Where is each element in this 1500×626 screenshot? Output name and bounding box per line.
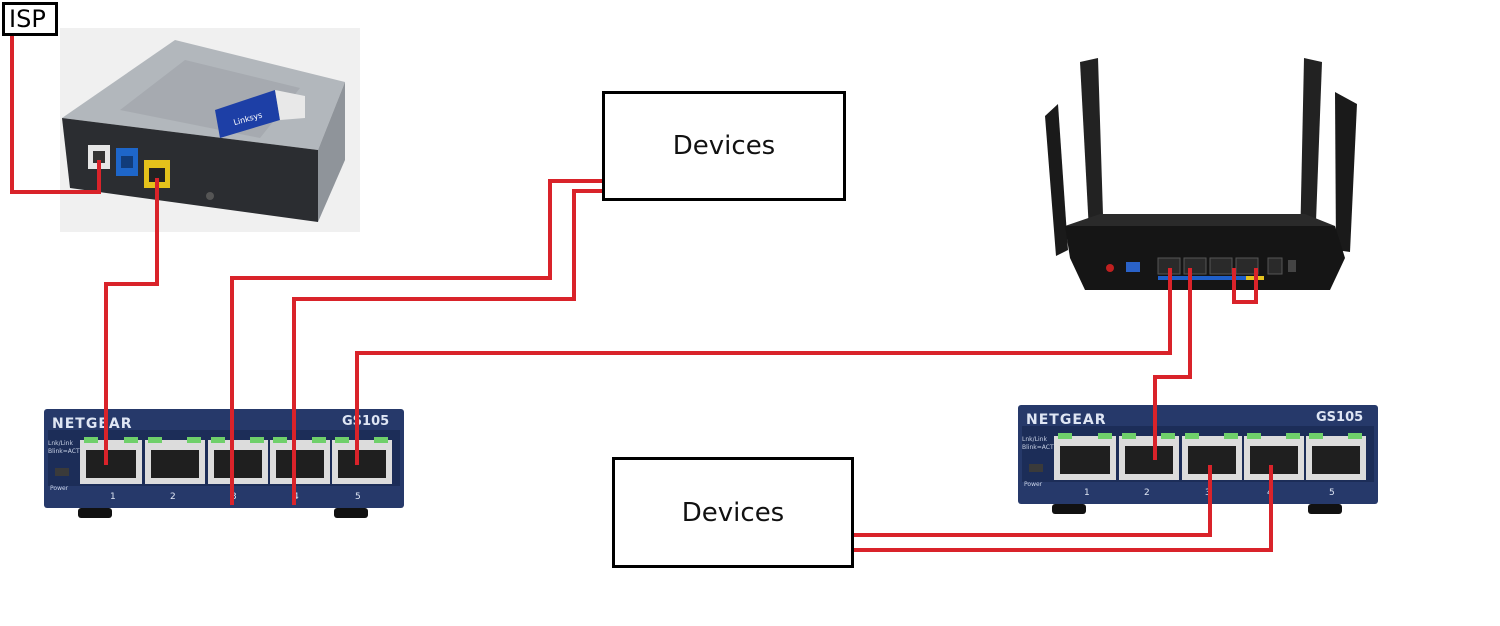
switch-left-brand: NETGEAR (52, 416, 133, 432)
isp-label-box: ISP (2, 2, 58, 36)
router-lan-4 (1235, 257, 1259, 275)
switch-left-status-1: Lnk/Link (48, 440, 73, 447)
cable-wires (10, 36, 1273, 552)
switch-right-power-led (1029, 464, 1043, 472)
wire-isp-to-modem (10, 36, 101, 194)
switch-left-port-label-1: 1 (110, 492, 116, 502)
switch-right-power-label: Power (1024, 481, 1043, 488)
wire-switch-right-port3-to-devices (854, 465, 1212, 537)
switch-left-model: GS105 (342, 414, 389, 429)
switch-left-power-label: Power (50, 485, 69, 492)
switch-right-port-label-3: 3 (1205, 488, 1211, 498)
wire-router-to-switch-right-port2 (1153, 268, 1192, 460)
router-device (1045, 58, 1357, 290)
modem-power-jack (206, 192, 214, 200)
devices-box-top: Devices (602, 91, 846, 201)
wire-switch-right-port4-to-devices (854, 465, 1273, 552)
switch-left-ports (80, 437, 392, 484)
modem-brand-badge: Linksys (215, 90, 305, 138)
switch-right: NETGEAR GS105 Lnk/Link Blink=ACT Power 1… (1018, 405, 1378, 514)
switch-left-status-2: Blink=ACT (48, 448, 80, 455)
devices-label-bottom: Devices (681, 497, 785, 528)
isp-label: ISP (9, 5, 46, 33)
modem-device: Linksys (60, 28, 360, 232)
switch-left-power-led (55, 468, 69, 476)
wire-switch-left-port5-to-router (355, 268, 1172, 465)
wire-switch-left-port3-to-devices (230, 179, 604, 505)
switch-right-model: GS105 (1316, 410, 1363, 425)
router-lan-3 (1209, 257, 1233, 275)
switch-right-port-label-1: 1 (1084, 488, 1090, 498)
antenna-right-inner (1300, 58, 1322, 248)
switch-right-status-2: Blink=ACT (1022, 444, 1054, 451)
antenna-right-outer (1335, 92, 1357, 252)
router-lan-2 (1183, 257, 1207, 275)
wire-modem-to-switch-left-port1 (104, 178, 159, 465)
router-power-jack (1267, 257, 1283, 275)
switch-right-port-label-5: 5 (1329, 488, 1335, 498)
switch-right-brand: NETGEAR (1026, 412, 1107, 428)
switch-right-port-label-2: 2 (1144, 488, 1150, 498)
devices-box-bottom: Devices (612, 457, 854, 568)
router-reset (1106, 264, 1114, 272)
wire-switch-left-port4-to-devices (292, 189, 604, 505)
switch-right-status-1: Lnk/Link (1022, 436, 1047, 443)
switch-left: NETGEAR GS105 Lnk/Link Blink=ACT Power 1… (44, 409, 404, 518)
switch-left-port-label-2: 2 (170, 492, 176, 502)
router-power-switch (1288, 260, 1296, 272)
devices-label-top: Devices (672, 131, 776, 161)
wire-router-loop (1232, 268, 1258, 304)
switch-left-port-label-5: 5 (355, 492, 361, 502)
router-usb (1126, 262, 1140, 272)
antenna-left-inner (1080, 58, 1104, 250)
antenna-left-outer (1045, 104, 1068, 256)
